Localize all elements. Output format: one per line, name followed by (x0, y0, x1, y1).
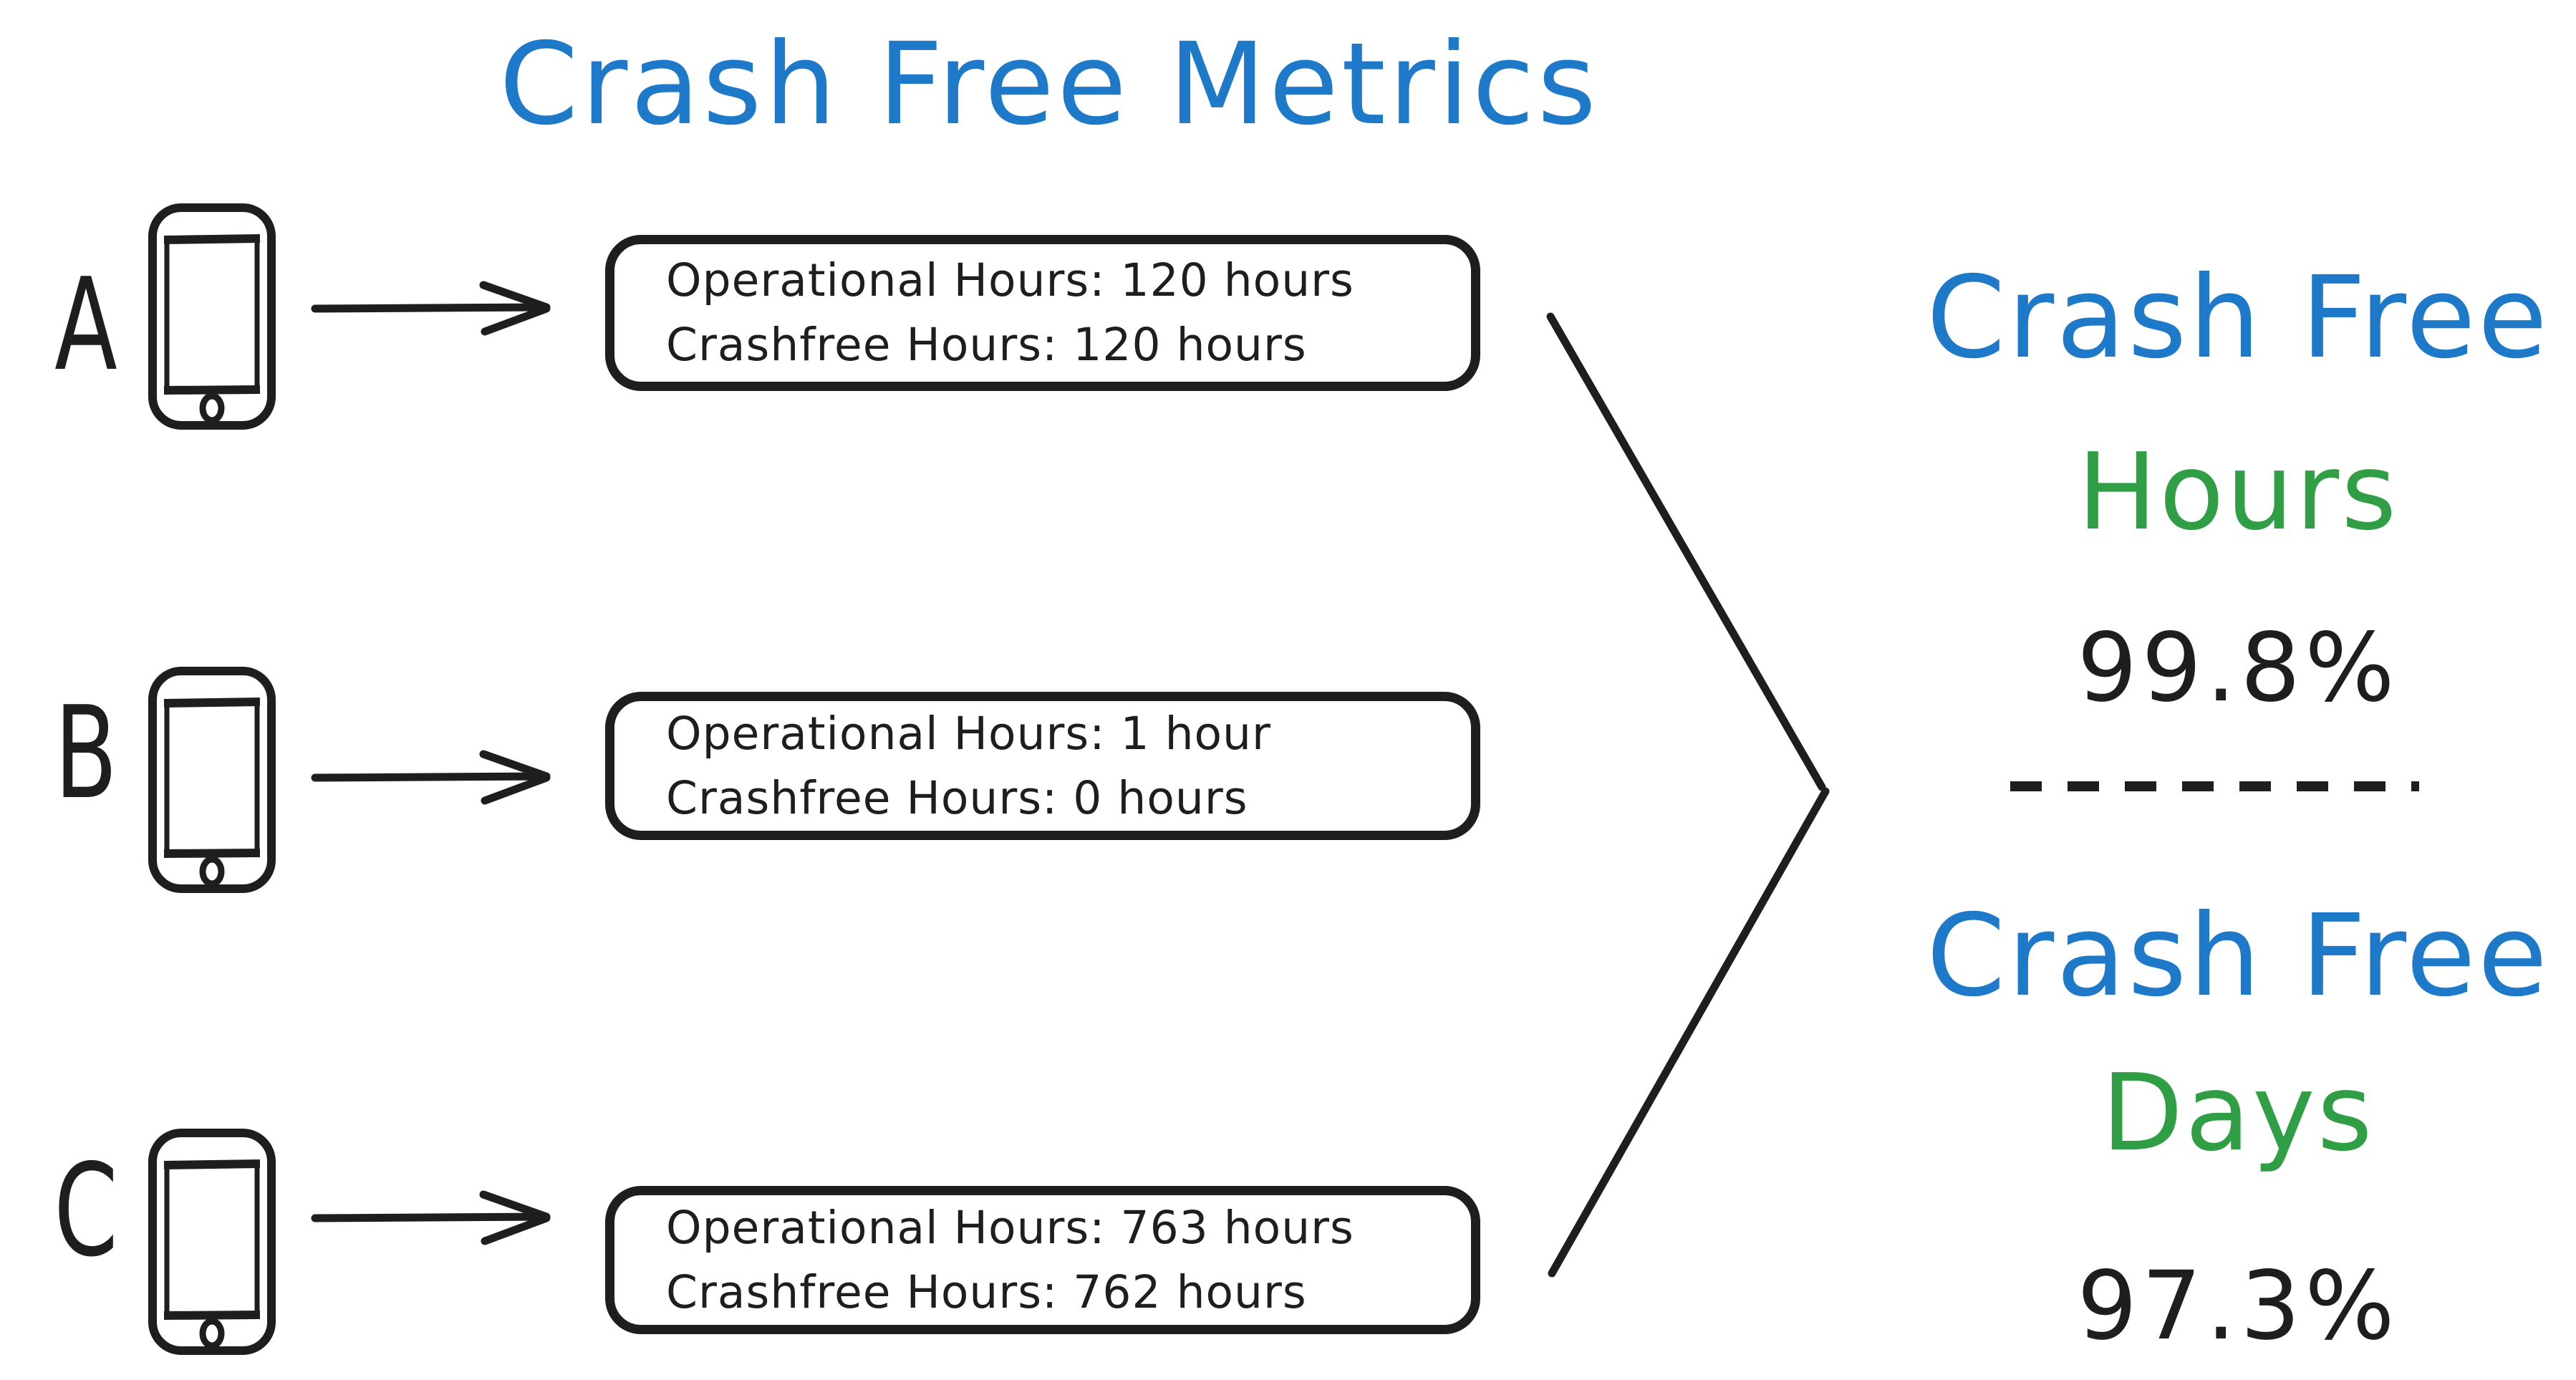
device-label-b: B (54, 679, 117, 827)
metrics-box-b: Operational Hours: 1 hour Crashfree Hour… (605, 692, 1480, 840)
crash-free-days-value: 97.3% (2077, 1251, 2399, 1361)
crashfree-hours-line: Crashfree Hours: 0 hours (666, 771, 1248, 824)
phone-icon (148, 203, 276, 430)
crashfree-hours-line: Crashfree Hours: 762 hours (666, 1265, 1307, 1318)
diagram-title: Crash Free Metrics (499, 19, 1599, 150)
converge-lines-icon (1546, 312, 1830, 1278)
arrow-icon (311, 750, 551, 805)
metrics-box-c: Operational Hours: 763 hours Crashfree H… (605, 1186, 1480, 1334)
crashfree-hours-line: Crashfree Hours: 120 hours (666, 319, 1307, 371)
operational-hours-line: Operational Hours: 763 hours (666, 1201, 1354, 1254)
phone-icon (148, 667, 276, 893)
metrics-box-a: Operational Hours: 120 hours Crashfree H… (605, 235, 1480, 391)
operational-hours-line: Operational Hours: 1 hour (666, 707, 1271, 760)
phone-icon (148, 1129, 276, 1355)
crash-free-hours-subtitle: Hours (2077, 430, 2399, 554)
device-label-a: A (54, 251, 117, 399)
operational-hours-line: Operational Hours: 120 hours (666, 254, 1354, 307)
crash-free-days-title: Crash Free (1926, 890, 2550, 1022)
crash-free-hours-title: Crash Free (1926, 252, 2550, 384)
device-label-c: C (54, 1137, 118, 1285)
arrow-icon (311, 1190, 551, 1245)
arrow-icon (311, 281, 551, 336)
crash-free-hours-value: 99.8% (2077, 613, 2399, 723)
crash-free-days-subtitle: Days (2101, 1051, 2375, 1174)
dashed-divider (2010, 781, 2419, 791)
